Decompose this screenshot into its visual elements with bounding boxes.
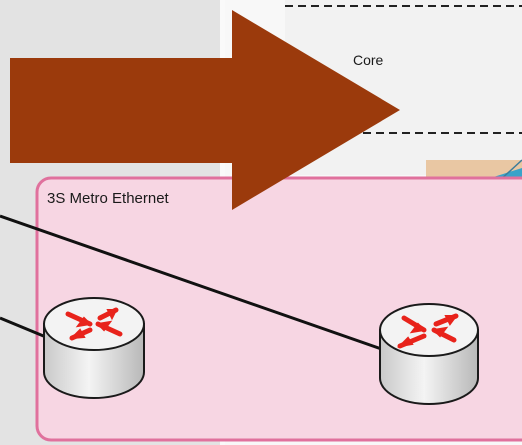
- big-arrow-icon: [10, 10, 400, 210]
- router-right-icon[interactable]: [379, 303, 479, 405]
- link-left-to-right-router: [0, 214, 391, 354]
- router-left-icon[interactable]: [43, 297, 145, 399]
- metro-zone-label: 3S Metro Ethernet: [47, 190, 169, 207]
- core-zone-label: Core: [353, 52, 384, 68]
